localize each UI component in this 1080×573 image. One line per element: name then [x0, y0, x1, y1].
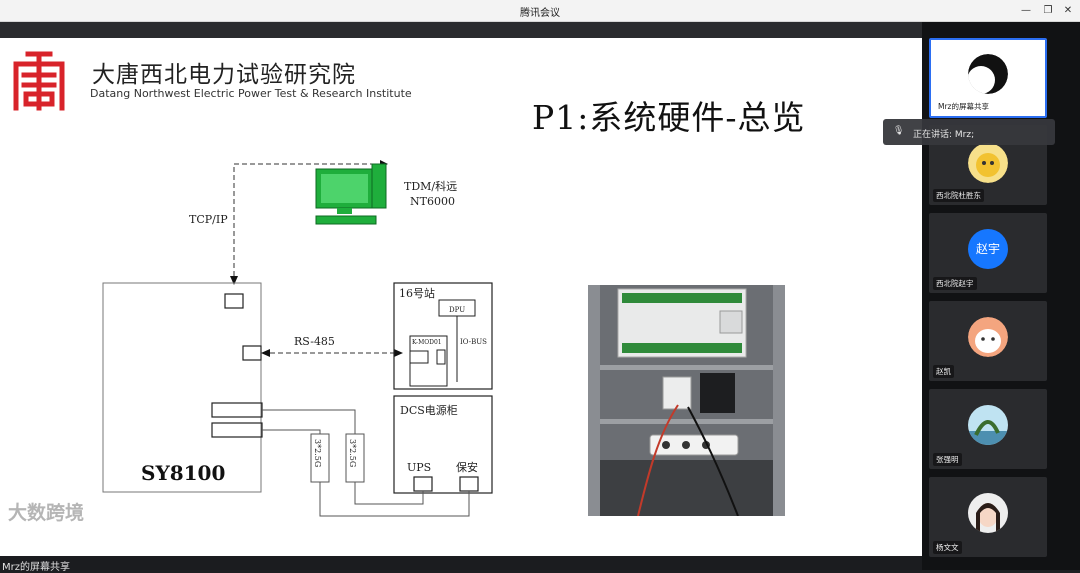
power-port-1: [212, 403, 262, 417]
participant-name: 西北院赵宇: [933, 277, 977, 290]
participant-tile[interactable]: 赵宇 西北院赵宇: [929, 213, 1047, 293]
dpu-label: DPU: [449, 306, 465, 314]
window-title: 腾讯会议: [0, 4, 1080, 19]
close-icon[interactable]: ✕: [1060, 3, 1076, 19]
dcs-label: DCS电源柜: [400, 403, 458, 417]
power-port-2: [212, 423, 262, 437]
rs485-port: [243, 346, 261, 360]
cable2-label: 3*2.5G: [348, 439, 357, 467]
participant-name: 西北院杜胜东: [933, 189, 984, 202]
share-top-band: [0, 22, 922, 38]
participant-name: Mrz的屏幕共享: [935, 100, 992, 113]
kmod-iobus-port: [437, 350, 445, 364]
iobus-label: IO-BUS: [460, 338, 487, 346]
sy8100-label: SY8100: [141, 461, 225, 485]
baoan-socket: [460, 477, 478, 491]
avatar: [968, 143, 1008, 183]
bottom-bar: [0, 556, 922, 570]
power-cables: [262, 410, 469, 516]
participant-tile[interactable]: 杨文文: [929, 477, 1047, 557]
workstation-label-1: TDM/科远: [404, 179, 457, 193]
avatar: [968, 317, 1008, 357]
rs485-arrow-left: [261, 349, 270, 357]
eth-port: [225, 294, 243, 308]
avatar: [968, 54, 1008, 94]
minimize-icon[interactable]: —: [1018, 3, 1034, 19]
avatar: [968, 493, 1008, 533]
watermark: 大数跨境: [8, 498, 84, 525]
title-bar: 腾讯会议 — ❐ ✕: [0, 0, 1080, 22]
participant-name: 赵凯: [933, 365, 954, 378]
microphone-icon: 🎙: [893, 126, 904, 136]
participant-name: 张强明: [933, 453, 962, 466]
participant-tile[interactable]: 赵凯: [929, 301, 1047, 381]
cable1-label: 3*2.5G: [313, 439, 322, 467]
cabinet-photo: [588, 285, 785, 516]
rs485-label: RS-485: [294, 335, 335, 348]
shared-slide: 大唐西北电力试验研究院 Datang Northwest Electric Po…: [0, 38, 922, 556]
ups-socket: [414, 477, 432, 491]
speaking-indicator: 🎙 正在讲话: Mrz;: [883, 119, 1055, 145]
avatar: 赵宇: [968, 229, 1008, 269]
tcpip-arrow-down: [230, 276, 238, 285]
workstation-icon: [316, 164, 386, 224]
workstation-label-2: NT6000: [410, 195, 455, 208]
avatar: [968, 405, 1008, 445]
speaking-text: 正在讲话: Mrz;: [913, 127, 974, 140]
tcpip-label: TCP/IP: [189, 213, 228, 226]
maximize-icon[interactable]: ❐: [1040, 3, 1056, 19]
participant-name: 杨文文: [933, 541, 962, 554]
rs485-arrow-right: [394, 349, 403, 357]
screen-share-tag: Mrz的屏幕共享: [2, 558, 70, 573]
kmod-port: [410, 351, 428, 363]
station-label: 16号站: [399, 286, 435, 300]
ups-label: UPS: [407, 461, 431, 474]
kmod-label: K-MOD01: [412, 339, 442, 346]
participant-tile[interactable]: Mrz的屏幕共享: [929, 38, 1047, 118]
baoan-label: 保安: [456, 460, 478, 474]
participant-tile[interactable]: 张强明: [929, 389, 1047, 469]
